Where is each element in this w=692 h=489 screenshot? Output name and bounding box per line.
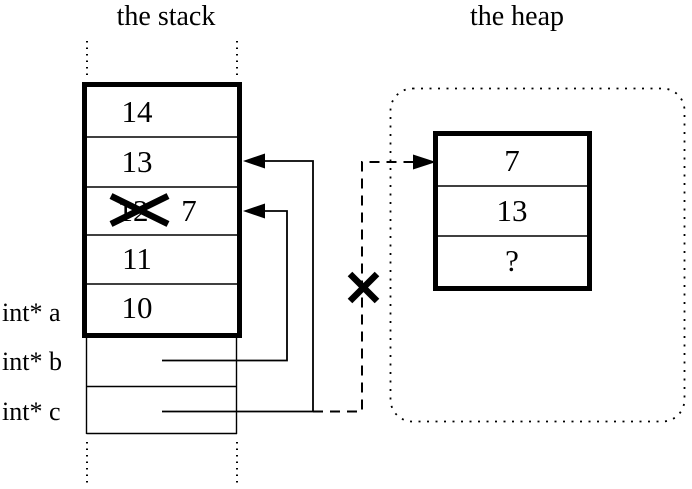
heap-cell-value-13: 13 bbox=[496, 193, 528, 228]
heap-cell-value-unknown: ? bbox=[505, 243, 519, 278]
overwritten-value-x-icon bbox=[109, 193, 170, 227]
stack-cell-value-13: 13 bbox=[121, 144, 153, 179]
pointer-c-line bbox=[162, 160, 314, 413]
pointer-b-line bbox=[162, 210, 288, 362]
stack-frame-box bbox=[82, 82, 242, 338]
heap-region-dotted-border bbox=[389, 87, 686, 423]
stack-cell-old-value-12: 12 bbox=[117, 193, 149, 228]
pointer-c-arrowhead-icon bbox=[243, 153, 265, 169]
variable-label-int-ptr-c: int* c bbox=[2, 397, 61, 426]
stack-cell-value-11: 11 bbox=[122, 241, 152, 276]
variable-label-int-ptr-b: int* b bbox=[2, 347, 62, 376]
variable-label-int-ptr-a: int* a bbox=[2, 298, 61, 327]
stack-cell-value-10: 10 bbox=[121, 290, 153, 325]
stack-region-title: the stack bbox=[116, 1, 216, 32]
invalid-pointer-x-icon bbox=[347, 271, 380, 304]
stack-cell-value-14: 14 bbox=[121, 94, 153, 129]
dangling-pointer-arrowhead-icon bbox=[413, 154, 436, 170]
pointer-b-arrowhead-icon bbox=[243, 203, 265, 219]
heap-region-title: the heap bbox=[469, 1, 565, 32]
heap-cell-value-7: 7 bbox=[504, 143, 520, 178]
heap-block-box bbox=[433, 131, 592, 291]
stack-cell-new-value-7: 7 bbox=[181, 193, 197, 228]
